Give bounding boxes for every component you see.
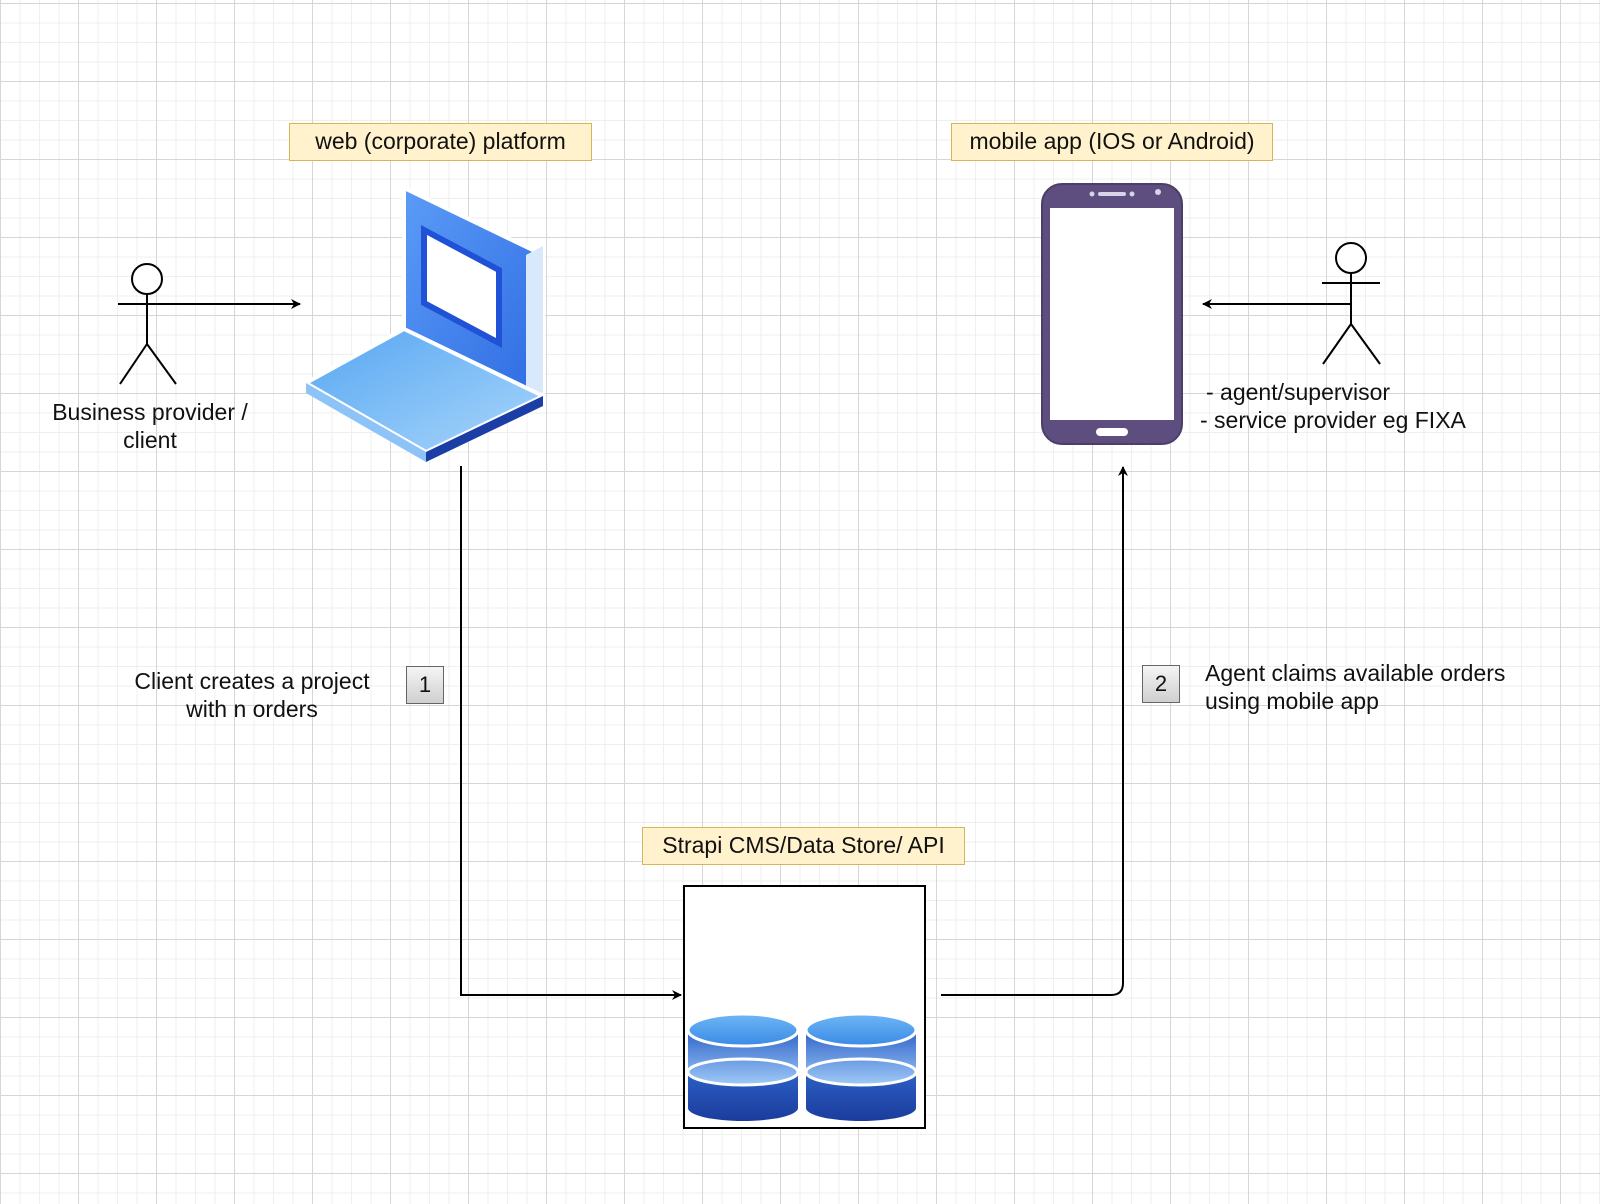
web-platform-label: web (corporate) platform <box>289 123 592 161</box>
business-provider-line-2: client <box>123 427 177 453</box>
step-2-badge: 2 <box>1142 665 1180 703</box>
agent-label: - agent/supervisor - service provider eg… <box>1200 378 1466 434</box>
step-2-description: Agent claims available orders using mobi… <box>1205 659 1505 715</box>
database-icon <box>686 1012 918 1121</box>
mobile-phone-icon <box>1041 183 1183 445</box>
step-2-line-2: using mobile app <box>1205 688 1379 714</box>
mobile-app-label: mobile app (IOS or Android) <box>951 123 1273 161</box>
agent-line-2: - service provider eg FIXA <box>1200 407 1466 433</box>
business-provider-actor-icon <box>118 263 178 385</box>
step-1-badge: 1 <box>406 666 444 704</box>
business-provider-line-1: Business provider / <box>52 399 248 425</box>
laptop-icon <box>304 186 545 462</box>
agent-actor-icon <box>1322 242 1381 365</box>
agent-line-1: - agent/supervisor <box>1206 379 1391 405</box>
strapi-label: Strapi CMS/Data Store/ API <box>642 827 965 865</box>
strapi-to-mobile-connector <box>941 466 1128 996</box>
step-1-description: Client creates a project with n orders <box>118 667 386 723</box>
step-1-line-1: Client creates a project <box>134 668 370 694</box>
step-2-line-1: Agent claims available orders <box>1205 660 1506 686</box>
web-to-strapi-connector <box>460 466 682 1000</box>
business-provider-label: Business provider / client <box>37 398 263 454</box>
step-1-line-2: with n orders <box>186 696 318 722</box>
